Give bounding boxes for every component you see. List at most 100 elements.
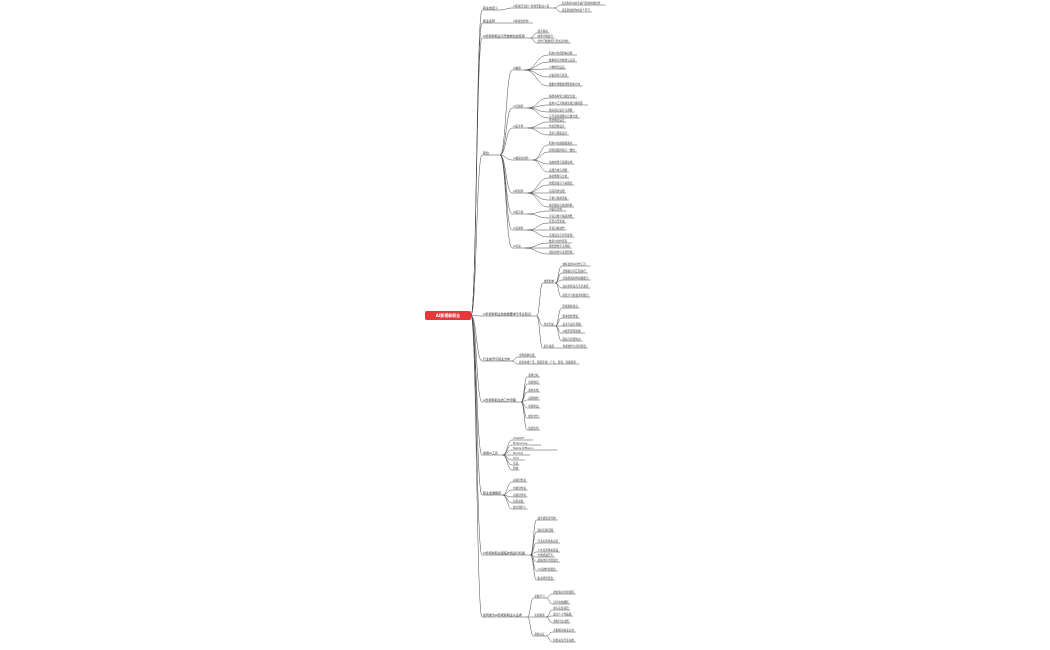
- topic-node[interactable]: Stable Diffusion: [513, 446, 534, 450]
- topic-node[interactable]: 独立制片人: [513, 505, 526, 509]
- subtopic-node[interactable]: 涉及影视制作的多个环节: [561, 8, 591, 12]
- topic-node[interactable]: 创作门槛降低与形式多样化: [537, 39, 569, 43]
- subtopic-node[interactable]: 持续关注行业动态: [553, 638, 574, 642]
- branch-node-6[interactable]: AI影视新职业的工作流程: [483, 397, 516, 402]
- topic-node[interactable]: Midjourney: [513, 441, 528, 445]
- branch-node-3[interactable]: 职位: [483, 150, 490, 155]
- topic-node[interactable]: 版权归属问题: [537, 528, 554, 532]
- topic-node[interactable]: 高级创作者: [513, 493, 526, 497]
- branch-node-0[interactable]: 职业的定义: [483, 5, 499, 10]
- subtopic-node[interactable]: 使用AI工具快速生成分镜画面: [549, 101, 583, 105]
- topic-node[interactable]: 政策支持力度加大: [537, 558, 559, 562]
- topic-node[interactable]: 效率大幅提升: [537, 34, 554, 38]
- subtopic-node[interactable]: 对白润色与优化: [549, 73, 568, 77]
- topic-node[interactable]: 创意构思: [528, 380, 539, 384]
- topic-node[interactable]: 系统学习: [534, 594, 545, 598]
- branch-node-5[interactable]: 行业前景与就业方向: [483, 356, 511, 361]
- subtopic-node[interactable]: 智能剪辑与节奏把控: [549, 181, 573, 185]
- subtopic-node[interactable]: 道具与服装设计: [549, 131, 568, 135]
- subtopic-node[interactable]: 影视视听语言: [562, 304, 579, 308]
- topic-node[interactable]: 行业标准尚未完善: [537, 539, 559, 543]
- topic-node[interactable]: 创意总监: [513, 499, 524, 503]
- subtopic-node[interactable]: 音频混音与母带处理: [549, 233, 573, 237]
- subtopic-node[interactable]: 音画同步处理: [549, 189, 565, 193]
- subtopic-node[interactable]: 将剧本转化为视觉分镜: [549, 94, 575, 98]
- subtopic-node[interactable]: 声音克隆与情感调整: [549, 214, 573, 218]
- subtopic-node[interactable]: 负责利用AI技术进行影视内容创作: [561, 1, 601, 5]
- subtopic-node[interactable]: 版权与伦理知识: [562, 337, 581, 341]
- subtopic-node[interactable]: 沟通协作与创新思维: [562, 344, 586, 348]
- topic-node[interactable]: 技术更新迭代快: [537, 516, 556, 520]
- branch-node-8[interactable]: 职业发展路径: [483, 490, 502, 495]
- subtopic-node[interactable]: 把控整体艺术风格: [549, 244, 570, 248]
- topic-node[interactable]: AI剪辑师: [513, 189, 524, 193]
- subtopic-node[interactable]: AI模型原理基础: [562, 329, 581, 333]
- topic-node[interactable]: 素材生成: [528, 388, 539, 392]
- topic-node[interactable]: 资格认证: [534, 632, 545, 636]
- topic-node[interactable]: ChatGPT: [513, 436, 525, 440]
- topic-node[interactable]: AI影视创作师: [513, 19, 529, 23]
- topic-node[interactable]: 中级创作者: [513, 486, 526, 490]
- topic-node[interactable]: AI配音师: [513, 210, 524, 214]
- topic-node[interactable]: 应用领域广泛，涵盖影视、广告、游戏、短视频等: [518, 360, 576, 364]
- topic-node[interactable]: 成片交付: [528, 414, 539, 418]
- subtopic-node[interactable]: 故事情节的构思与完善: [549, 58, 575, 62]
- subtopic-node[interactable]: 根据市场数据调整剧本方向: [549, 82, 581, 86]
- subtopic-node[interactable]: 具备影视制作基础能力: [562, 276, 589, 280]
- topic-node[interactable]: AI美术师: [513, 124, 524, 128]
- subtopic-node[interactable]: 持续学习新技术的能力: [562, 293, 589, 297]
- subtopic-node[interactable]: 掌握提示词工程技巧: [562, 269, 586, 273]
- topic-node[interactable]: 综合素质: [543, 344, 555, 348]
- subtopic-node[interactable]: 角色形象设计: [549, 124, 565, 128]
- subtopic-node[interactable]: 参与实际项目: [553, 606, 569, 610]
- subtopic-node[interactable]: AI语音合成: [549, 207, 562, 211]
- subtopic-node[interactable]: 利用AI生成剧本初稿: [549, 51, 573, 55]
- subtopic-node[interactable]: 利用AI生成视频素材: [549, 141, 573, 145]
- subtopic-node[interactable]: 字幕与特效添加: [549, 196, 568, 200]
- branch-node-2[interactable]: AI影视新职业与传统岗位的区别: [483, 33, 525, 38]
- subtopic-node[interactable]: 镜头语言设计与调整: [549, 108, 573, 112]
- subtopic-node[interactable]: 与导演沟通确认分镜方案: [549, 114, 578, 118]
- topic-node[interactable]: 复盘优化: [528, 426, 539, 430]
- subtopic-node[interactable]: 团队协作与项目管理: [549, 250, 573, 254]
- topic-node[interactable]: Sora: [513, 456, 519, 460]
- subtopic-node[interactable]: 建立个人作品集: [553, 612, 572, 616]
- subtopic-node[interactable]: 参加行业比赛: [553, 619, 569, 623]
- subtopic-node[interactable]: 良好的审美与艺术素养: [562, 284, 589, 288]
- subtopic-node[interactable]: 背景音乐生成: [549, 219, 565, 223]
- subtopic-node[interactable]: 考取相关职业证书: [553, 628, 574, 632]
- topic-node[interactable]: AI影视行业的一种新型职业人员: [513, 4, 550, 8]
- subtopic-node[interactable]: 统筹AI创作流程: [549, 239, 568, 243]
- topic-node[interactable]: 实践积累: [534, 613, 545, 617]
- branch-node-9[interactable]: AI影视新职业面临的挑战与机遇: [483, 550, 525, 555]
- topic-node[interactable]: 人机协作新模式: [537, 567, 556, 571]
- topic-node[interactable]: 后期制作: [528, 396, 539, 400]
- subtopic-node[interactable]: 参加专业培训课程: [553, 590, 574, 594]
- topic-node[interactable]: 初级创作者: [513, 478, 526, 482]
- topic-node[interactable]: AI视频生成师: [513, 156, 529, 160]
- topic-node[interactable]: 剪映: [513, 466, 519, 470]
- branch-node-10[interactable]: 如何成为AI影视新职业从业者: [483, 612, 522, 617]
- subtopic-node[interactable]: 控制画面风格与一致性: [549, 148, 575, 152]
- topic-node[interactable]: 需求分析: [528, 373, 539, 377]
- subtopic-node[interactable]: 剧本创作理论: [562, 314, 579, 318]
- topic-node[interactable]: AI分镜师: [513, 104, 524, 108]
- branch-node-7[interactable]: 常用AI工具: [483, 450, 498, 455]
- topic-node[interactable]: 人才培养体系建设: [537, 548, 559, 552]
- branch-node-1[interactable]: 职业名称: [483, 18, 496, 23]
- subtopic-node[interactable]: 熟练使用AI创作工具: [562, 262, 586, 266]
- subtopic-node[interactable]: 环境音效制作: [549, 226, 565, 230]
- root-node[interactable]: AI影视新职业: [425, 311, 471, 320]
- subtopic-node[interactable]: 后期合成与调整: [549, 168, 568, 172]
- subtopic-node[interactable]: 素材整理与分类: [549, 174, 568, 178]
- topic-node[interactable]: 技能要求: [543, 279, 555, 283]
- topic-node[interactable]: 职业转型机会: [537, 576, 554, 580]
- topic-node[interactable]: AI编剧: [513, 66, 521, 70]
- topic-node[interactable]: 专业知识: [543, 322, 555, 326]
- subtopic-node[interactable]: 人物角色设定: [549, 65, 565, 69]
- subtopic-node[interactable]: 动态效果与运镜生成: [549, 160, 573, 164]
- topic-node[interactable]: 技术驱动: [537, 29, 548, 33]
- subtopic-node[interactable]: 美术与设计基础: [562, 322, 581, 326]
- topic-node[interactable]: 审核修改: [528, 404, 539, 408]
- topic-node[interactable]: 市场机遇巨大: [537, 553, 554, 557]
